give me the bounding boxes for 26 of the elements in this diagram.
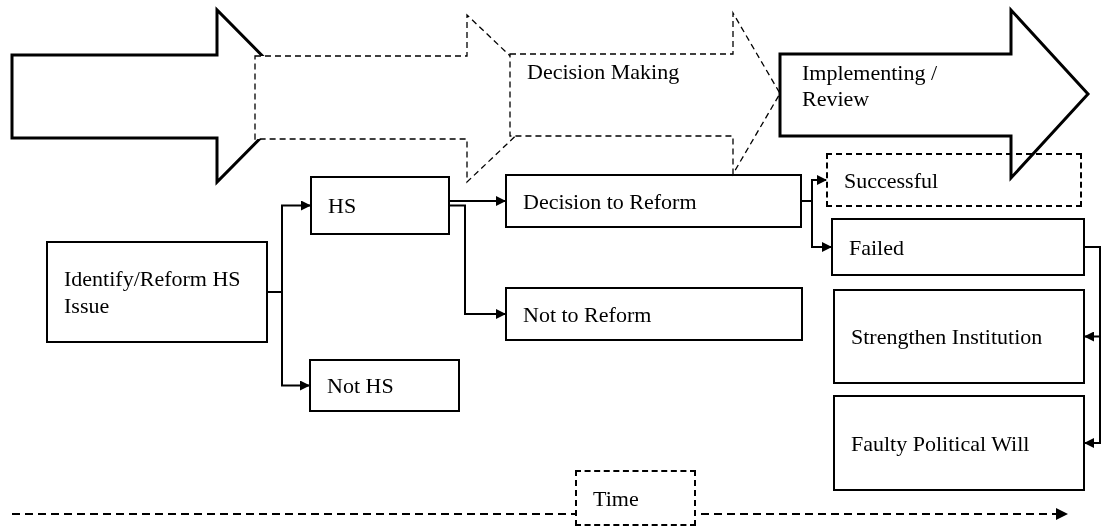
connector-arrow [449,196,506,206]
box-label: Identify/Reform HS Issue [64,265,242,319]
process-box [833,395,1085,491]
box-label: Strengthen Institution [851,323,1044,350]
process-box [505,287,803,341]
dashed-box [826,153,1082,207]
box-label: Not to Reform [523,300,653,328]
process-box [46,241,268,343]
box-label: Not HS [327,372,395,399]
box-label: Decision to Reform [523,187,698,215]
box-label: HS [328,192,358,219]
dashed-box [575,470,696,526]
box-label: Successful [844,166,940,194]
process-box [505,174,802,228]
process-box [310,176,450,235]
process-box [833,289,1085,384]
stage-label: Implementing / Review [802,60,939,112]
box-label: Time [593,484,640,512]
connector-arrow [449,204,506,319]
stage-label: Decision Making [527,59,681,85]
connector-arrow [1084,246,1101,448]
process-box [831,218,1085,276]
box-label: Faulty Political Will [851,429,1031,457]
connector-arrow [801,200,832,252]
process-box [309,359,460,412]
box-label: Failed [849,233,905,261]
